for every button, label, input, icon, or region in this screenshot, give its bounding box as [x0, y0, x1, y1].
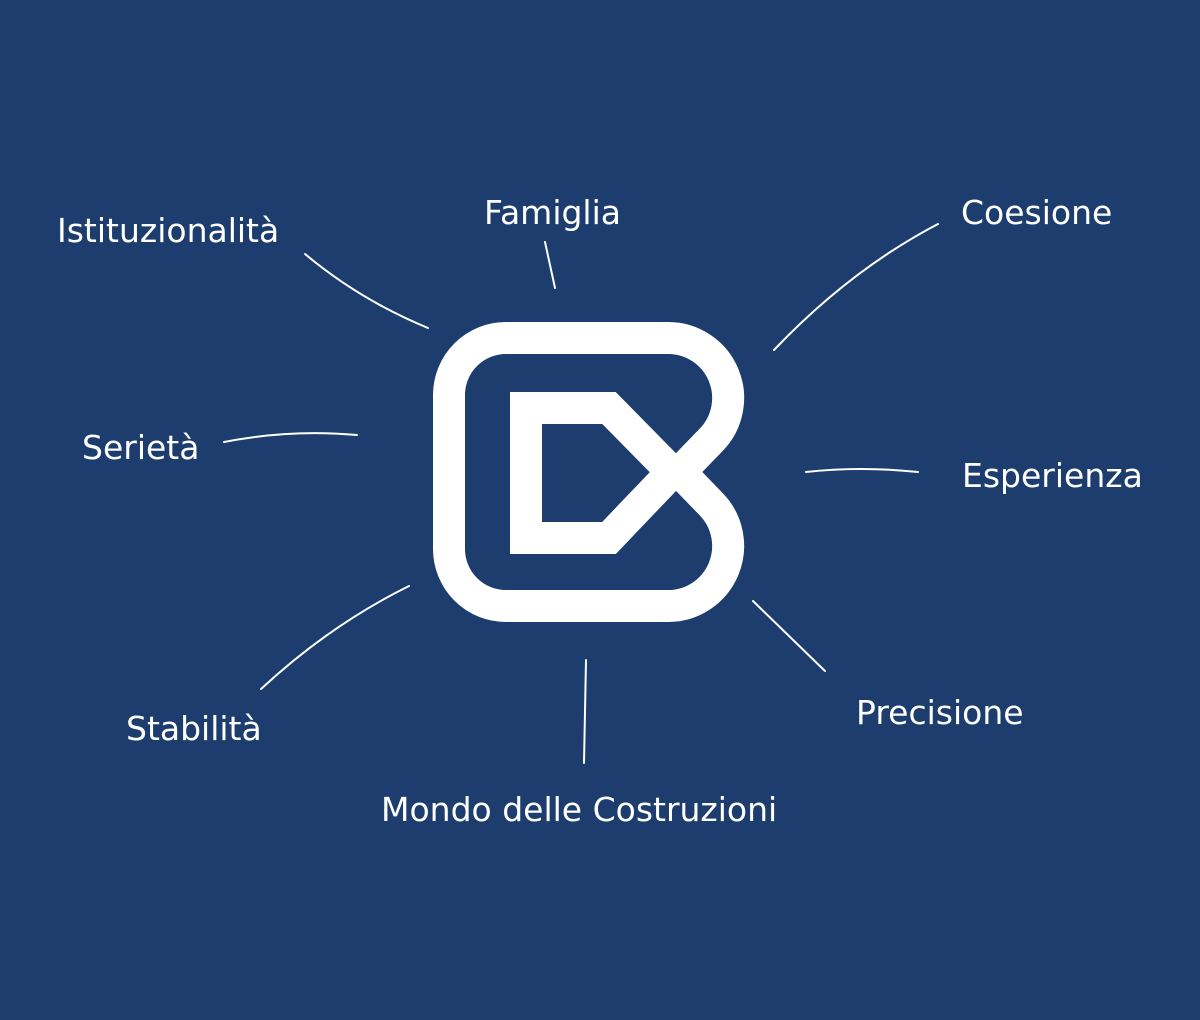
logo-inner-d-shape — [510, 392, 695, 554]
cb-monogram-logo-icon — [433, 321, 745, 623]
connector-lines — [223, 223, 939, 764]
logo-outer-shape — [433, 321, 745, 623]
connector-serieta — [223, 432, 358, 443]
connector-mondo — [583, 659, 587, 764]
value-label-serieta: Serietà — [82, 428, 200, 467]
connector-istituzionalita — [304, 253, 429, 329]
value-label-coesione: Coesione — [961, 193, 1113, 232]
connector-coesione — [773, 223, 939, 351]
connector-precisione — [752, 600, 826, 672]
connector-stabilita — [260, 585, 410, 690]
value-label-esperienza: Esperienza — [962, 456, 1143, 495]
value-label-stabilita: Stabilità — [126, 709, 262, 748]
connector-esperienza — [805, 468, 919, 473]
value-label-famiglia: Famiglia — [484, 193, 621, 232]
connector-famiglia — [544, 241, 556, 289]
value-label-mondo-delle-costruzioni: Mondo delle Costruzioni — [381, 790, 778, 829]
value-label-precisione: Precisione — [856, 693, 1024, 732]
value-label-istituzionalita: Istituzionalità — [57, 211, 280, 250]
